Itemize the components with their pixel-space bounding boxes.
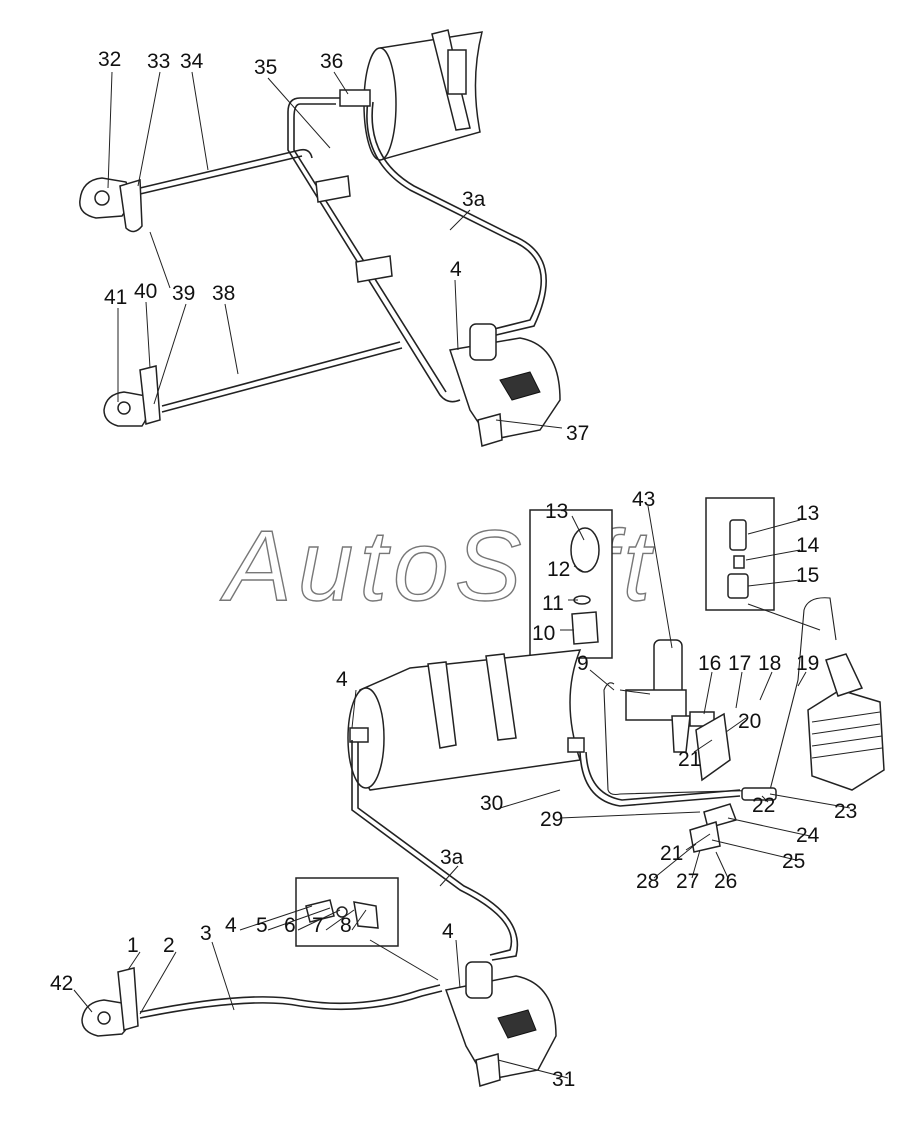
callout-3: 3 [200, 922, 212, 945]
callout-3a-bottom: 3a [440, 846, 464, 869]
callout-33: 33 [147, 50, 170, 73]
callout-40: 40 [134, 280, 157, 303]
callout-30: 30 [480, 792, 503, 815]
pressure-regulator-43 [625, 639, 731, 782]
callout-38: 38 [212, 282, 235, 305]
callout-22: 22 [752, 794, 775, 817]
callout-7: 7 [312, 914, 324, 937]
callout-34: 34 [180, 50, 204, 73]
callout-36: 36 [320, 50, 343, 73]
callout-32: 32 [98, 48, 121, 71]
callout-9: 9 [577, 652, 589, 675]
callout-23: 23 [834, 800, 857, 823]
callout-21-upper: 21 [678, 748, 701, 771]
brake-chamber-41 [103, 365, 161, 427]
callout-25: 25 [782, 850, 805, 873]
callout-4-inset: 4 [225, 914, 237, 937]
callout-26: 26 [714, 870, 737, 893]
callout-28: 28 [636, 870, 659, 893]
callout-11: 11 [542, 592, 564, 615]
callout-12: 12 [547, 558, 570, 581]
callout-1: 1 [127, 934, 139, 957]
callout-13-right: 13 [796, 502, 819, 525]
callout-4-valve: 4 [442, 920, 454, 943]
callout-20: 20 [738, 710, 761, 733]
callout-41: 41 [104, 286, 127, 309]
callout-17: 17 [728, 652, 751, 675]
callout-29: 29 [540, 808, 563, 831]
callout-10: 10 [532, 622, 555, 645]
valve-37 [449, 323, 561, 447]
callout-2: 2 [163, 934, 175, 957]
air-tank-bottom [347, 649, 585, 791]
callout-35: 35 [254, 56, 277, 79]
callout-8: 8 [340, 914, 352, 937]
callout-37: 37 [566, 422, 589, 445]
brake-chamber-32 [79, 177, 143, 233]
callout-16: 16 [698, 652, 721, 675]
air-tank-top [363, 29, 484, 161]
fitting-36 [339, 89, 371, 107]
callout-13-left: 13 [545, 500, 568, 523]
callout-4-top: 4 [450, 258, 462, 281]
brake-chamber-42 [81, 967, 139, 1037]
callout-42: 42 [50, 972, 73, 995]
callout-4-tank: 4 [336, 668, 348, 691]
callout-6: 6 [284, 914, 296, 937]
callout-14: 14 [796, 534, 820, 557]
callout-3a-top: 3a [462, 188, 486, 211]
callout-5: 5 [256, 914, 268, 937]
callout-15: 15 [796, 564, 819, 587]
callout-43: 43 [632, 488, 655, 511]
callout-24: 24 [796, 824, 820, 847]
valve-31 [445, 961, 557, 1087]
callout-31: 31 [552, 1068, 575, 1091]
top-assembly: 32 33 34 35 36 3a 41 40 39 38 4 37 [79, 29, 589, 447]
compressor [807, 653, 885, 791]
callout-19: 19 [796, 652, 819, 675]
callout-21-lower: 21 [660, 842, 683, 865]
callout-27: 27 [676, 870, 699, 893]
bottom-assembly: 43 13 12 11 10 13 14 15 9 16 17 18 19 20… [50, 488, 885, 1091]
callout-39: 39 [172, 282, 195, 305]
callout-18: 18 [758, 652, 781, 675]
